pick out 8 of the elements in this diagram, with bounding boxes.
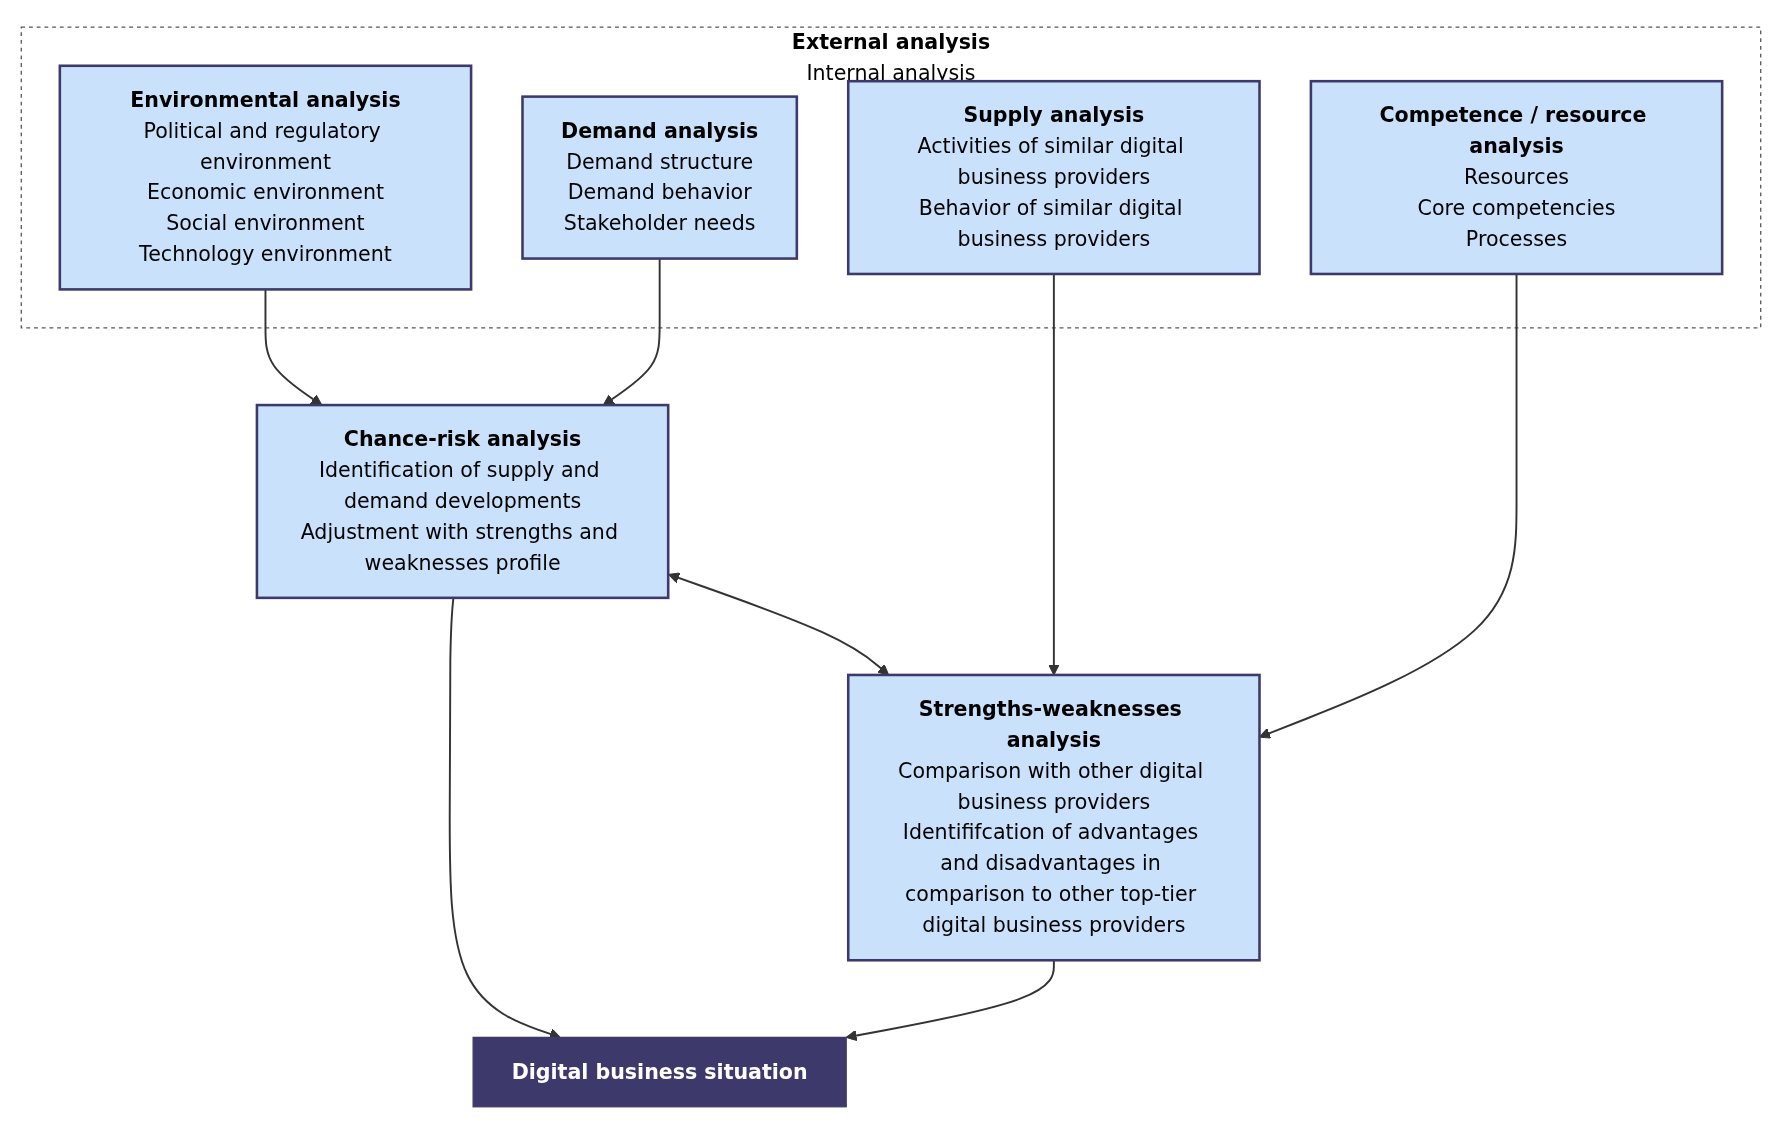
node-box: Chance-risk analysis Identification of supply and demand developments Adjustment with strengths and weaknesses profile xyxy=(255,403,669,599)
node-box: Digital business situation xyxy=(472,1036,847,1107)
node-box: Environmental analysis Political and regulatory environment Economic environment Social environment Technology environment xyxy=(58,64,472,291)
arrow xyxy=(667,571,889,675)
node-box: Demand analysis Demand structure Demand behavior Stakeholder needs xyxy=(520,94,798,260)
node-box: Supply analysis Activities of similar digital business providers Behavior of similar digital business providers xyxy=(846,79,1261,275)
node-box: Strengths-weaknesses analysis Comparison with other digital business providers Identififcation of advantages and disadvantages in comparison to other top-tier digital business providers xyxy=(846,673,1261,962)
node-box: Competence / resource analysis Resources Core competencies Processes xyxy=(1309,79,1723,275)
